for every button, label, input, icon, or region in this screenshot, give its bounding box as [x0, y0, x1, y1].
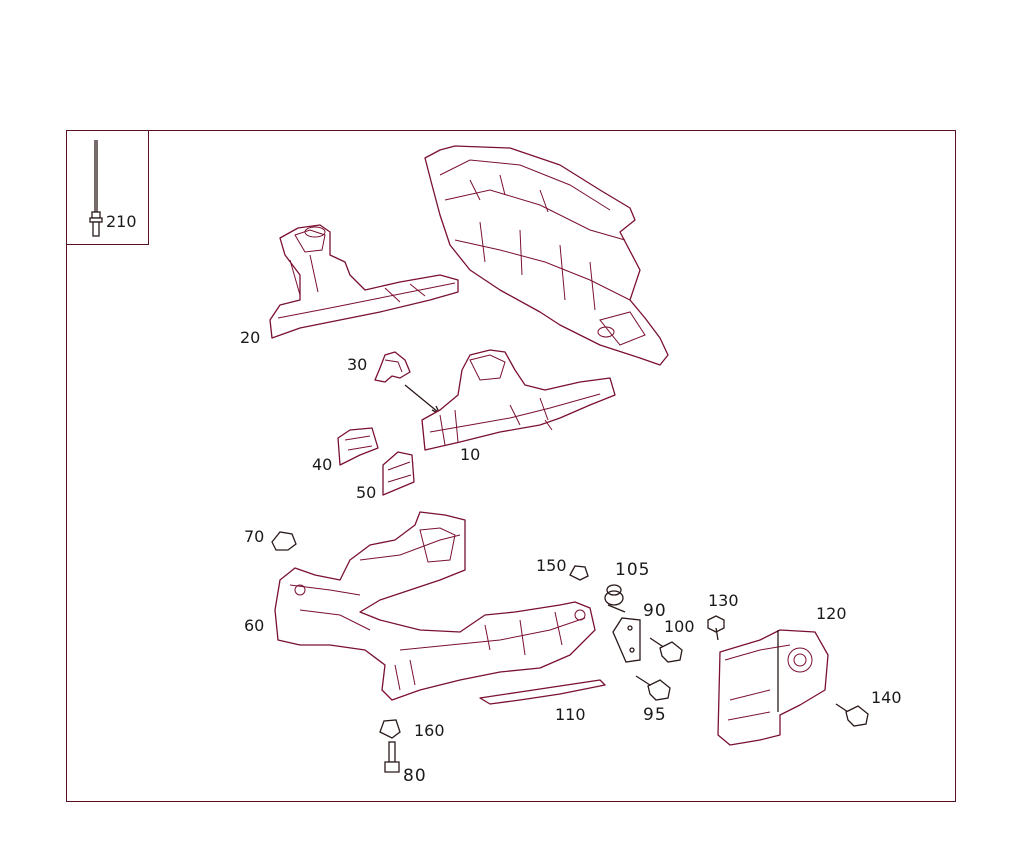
callout-95: 95 — [643, 705, 667, 725]
part-50-bracket — [382, 451, 415, 496]
part-120-mount-bracket — [717, 629, 829, 746]
callout-30: 30 — [347, 355, 368, 374]
part-10-side-member — [421, 349, 616, 451]
callout-140: 140 — [871, 688, 902, 707]
callout-100: 100 — [664, 617, 695, 636]
callout-105: 105 — [615, 560, 651, 580]
callout-150: 150 — [536, 556, 567, 575]
part-95-bolt — [635, 675, 671, 701]
callout-80: 80 — [403, 766, 427, 786]
part-150-clip — [569, 565, 589, 581]
callout-210: 210 — [106, 212, 137, 231]
callout-50: 50 — [356, 483, 377, 502]
part-90-plate — [607, 604, 641, 663]
part-130-screw — [707, 615, 725, 641]
part-105-bushing — [604, 584, 624, 606]
callout-70: 70 — [244, 527, 265, 546]
part-20-side-member — [269, 224, 459, 339]
part-110-strip — [479, 679, 606, 705]
callout-60: 60 — [244, 616, 265, 635]
callout-110: 110 — [555, 705, 586, 724]
diagram-frame — [66, 130, 956, 802]
part-40-bracket — [337, 427, 379, 466]
callout-20: 20 — [240, 328, 261, 347]
part-210-long-bolt — [89, 140, 103, 237]
callout-120: 120 — [816, 604, 847, 623]
inset-box-210 — [66, 130, 149, 245]
callout-160: 160 — [414, 721, 445, 740]
callout-130: 130 — [708, 591, 739, 610]
callout-10: 10 — [460, 445, 481, 464]
part-100-bolt — [649, 637, 683, 663]
part-70-cage-nut — [271, 531, 297, 551]
part-140-bolt — [835, 703, 869, 727]
part-30-bracket — [374, 351, 442, 416]
bulkhead-panel — [424, 145, 669, 366]
callout-90: 90 — [643, 601, 667, 621]
part-160-clip — [379, 719, 401, 739]
part-80-bolt — [384, 741, 400, 773]
part-60-subframe — [274, 511, 596, 701]
callout-40: 40 — [312, 455, 333, 474]
